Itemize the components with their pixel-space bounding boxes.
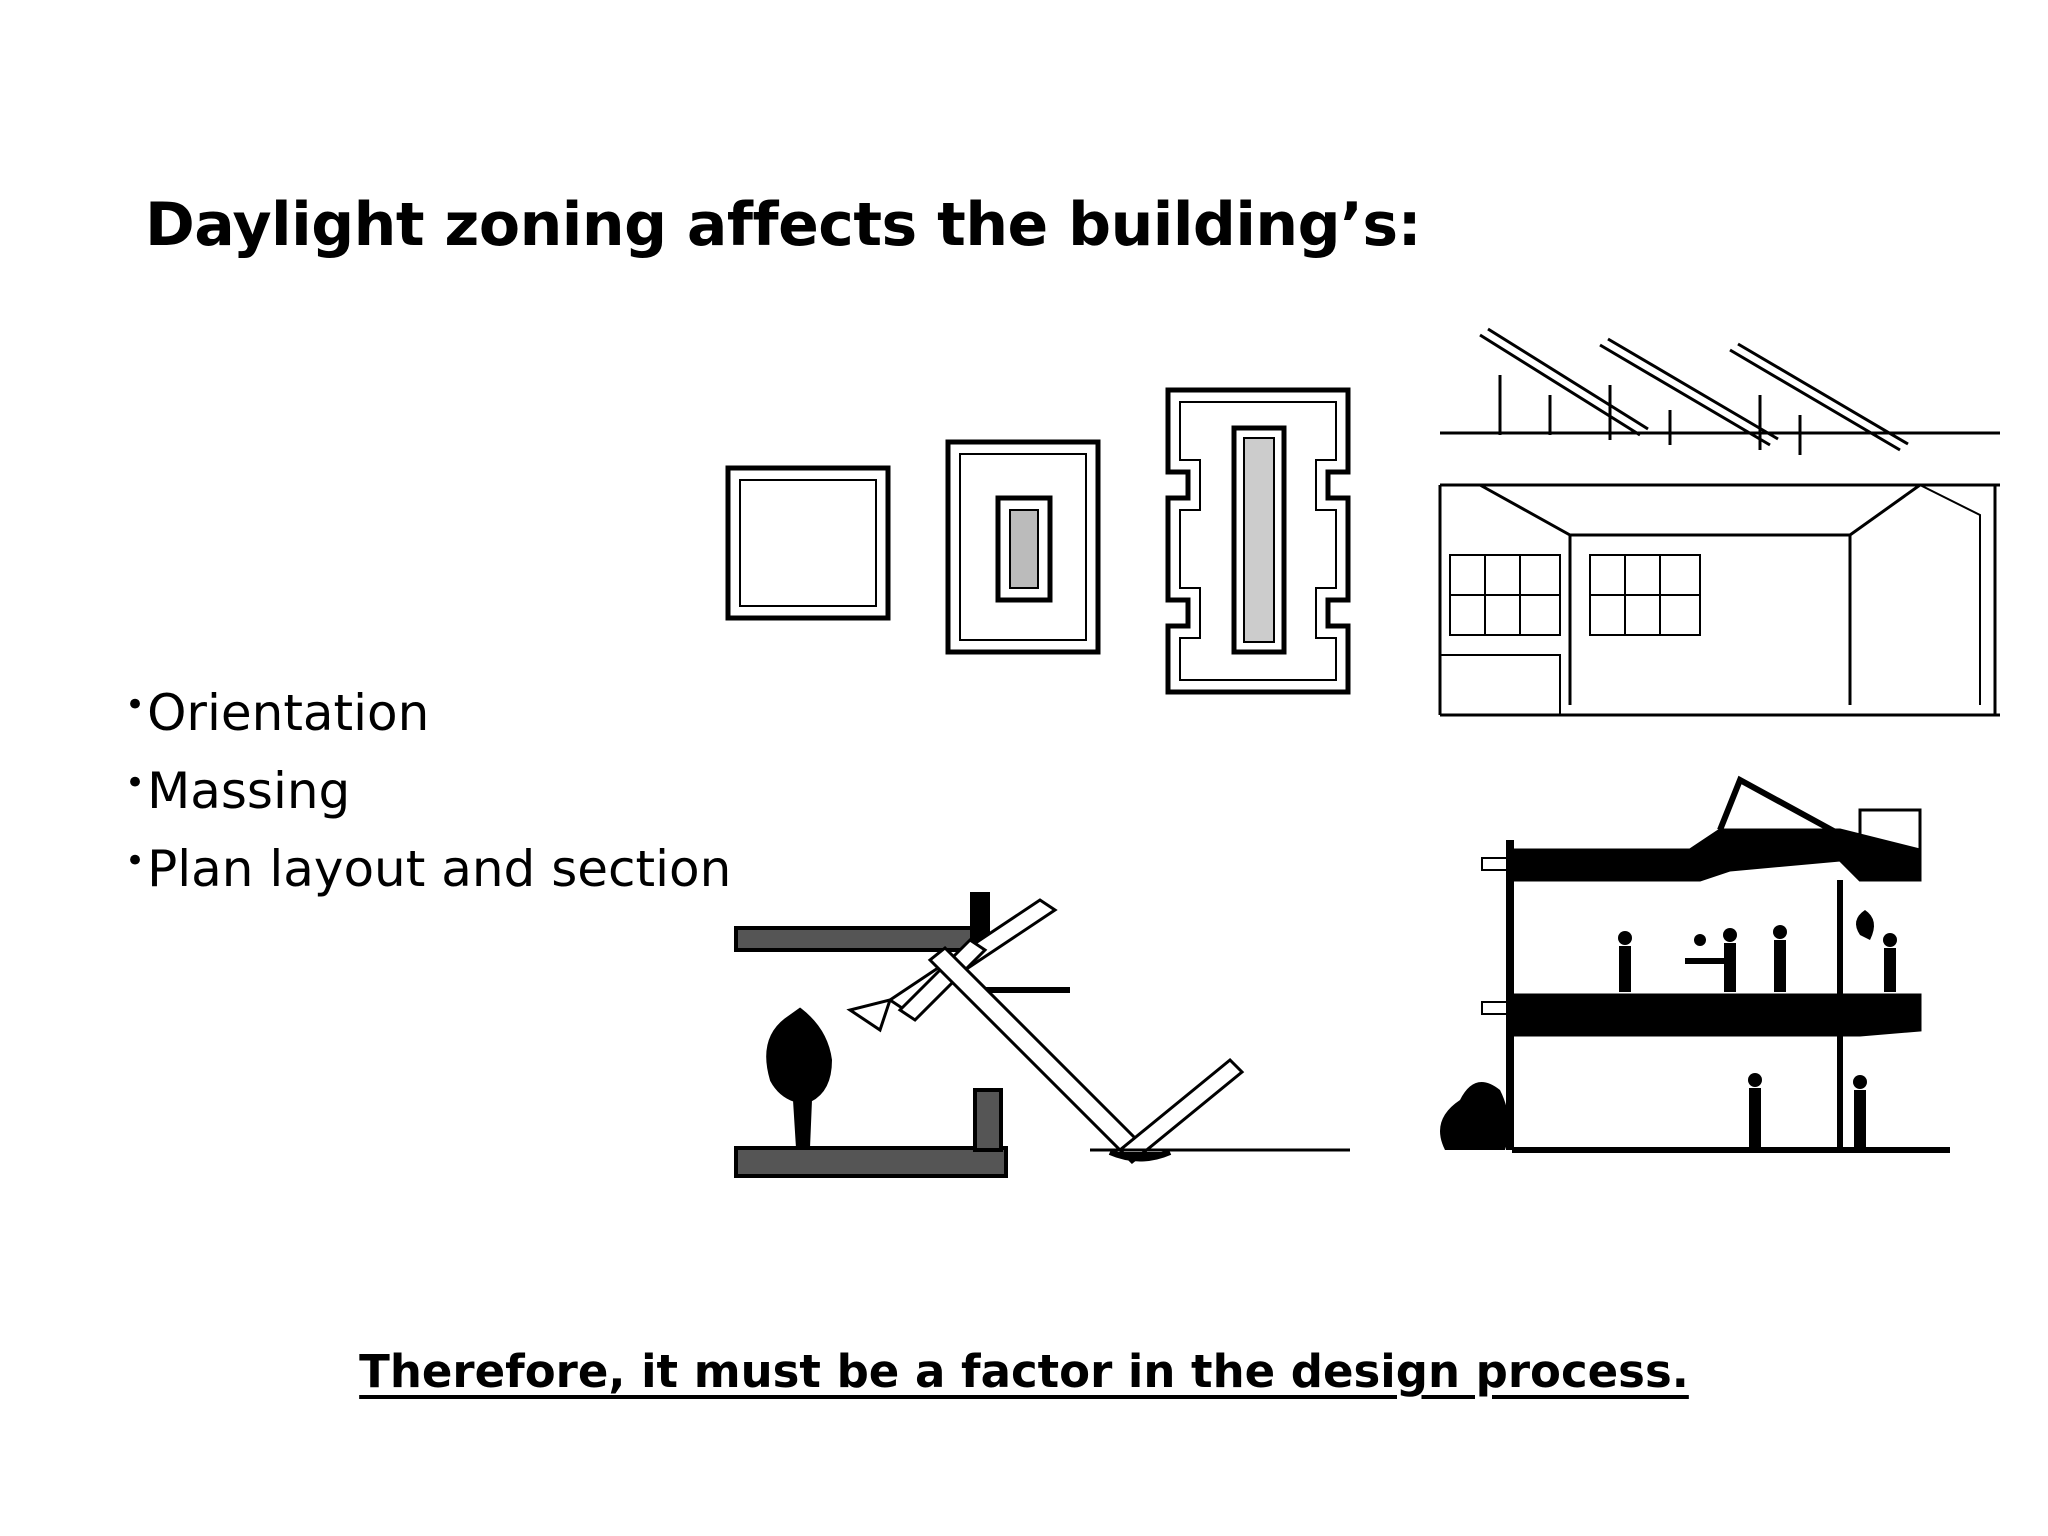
bullet-item-plan-layout: Plan layout and section xyxy=(125,826,731,904)
plan-sketches-illustration xyxy=(725,387,1351,695)
conclusion-text: Therefore, it must be a factor in the de… xyxy=(359,1345,1689,1398)
light-shelf-section-illustration xyxy=(734,892,1350,1178)
building-section-illustration xyxy=(1440,775,1950,1153)
bullet-item-orientation: Orientation xyxy=(125,670,731,748)
slide-title: Daylight zoning affects the building’s: xyxy=(145,190,1422,260)
bullet-item-massing: Massing xyxy=(125,748,731,826)
bullet-list: Orientation Massing Plan layout and sect… xyxy=(125,670,731,904)
interior-perspective-illustration xyxy=(1438,327,2000,717)
